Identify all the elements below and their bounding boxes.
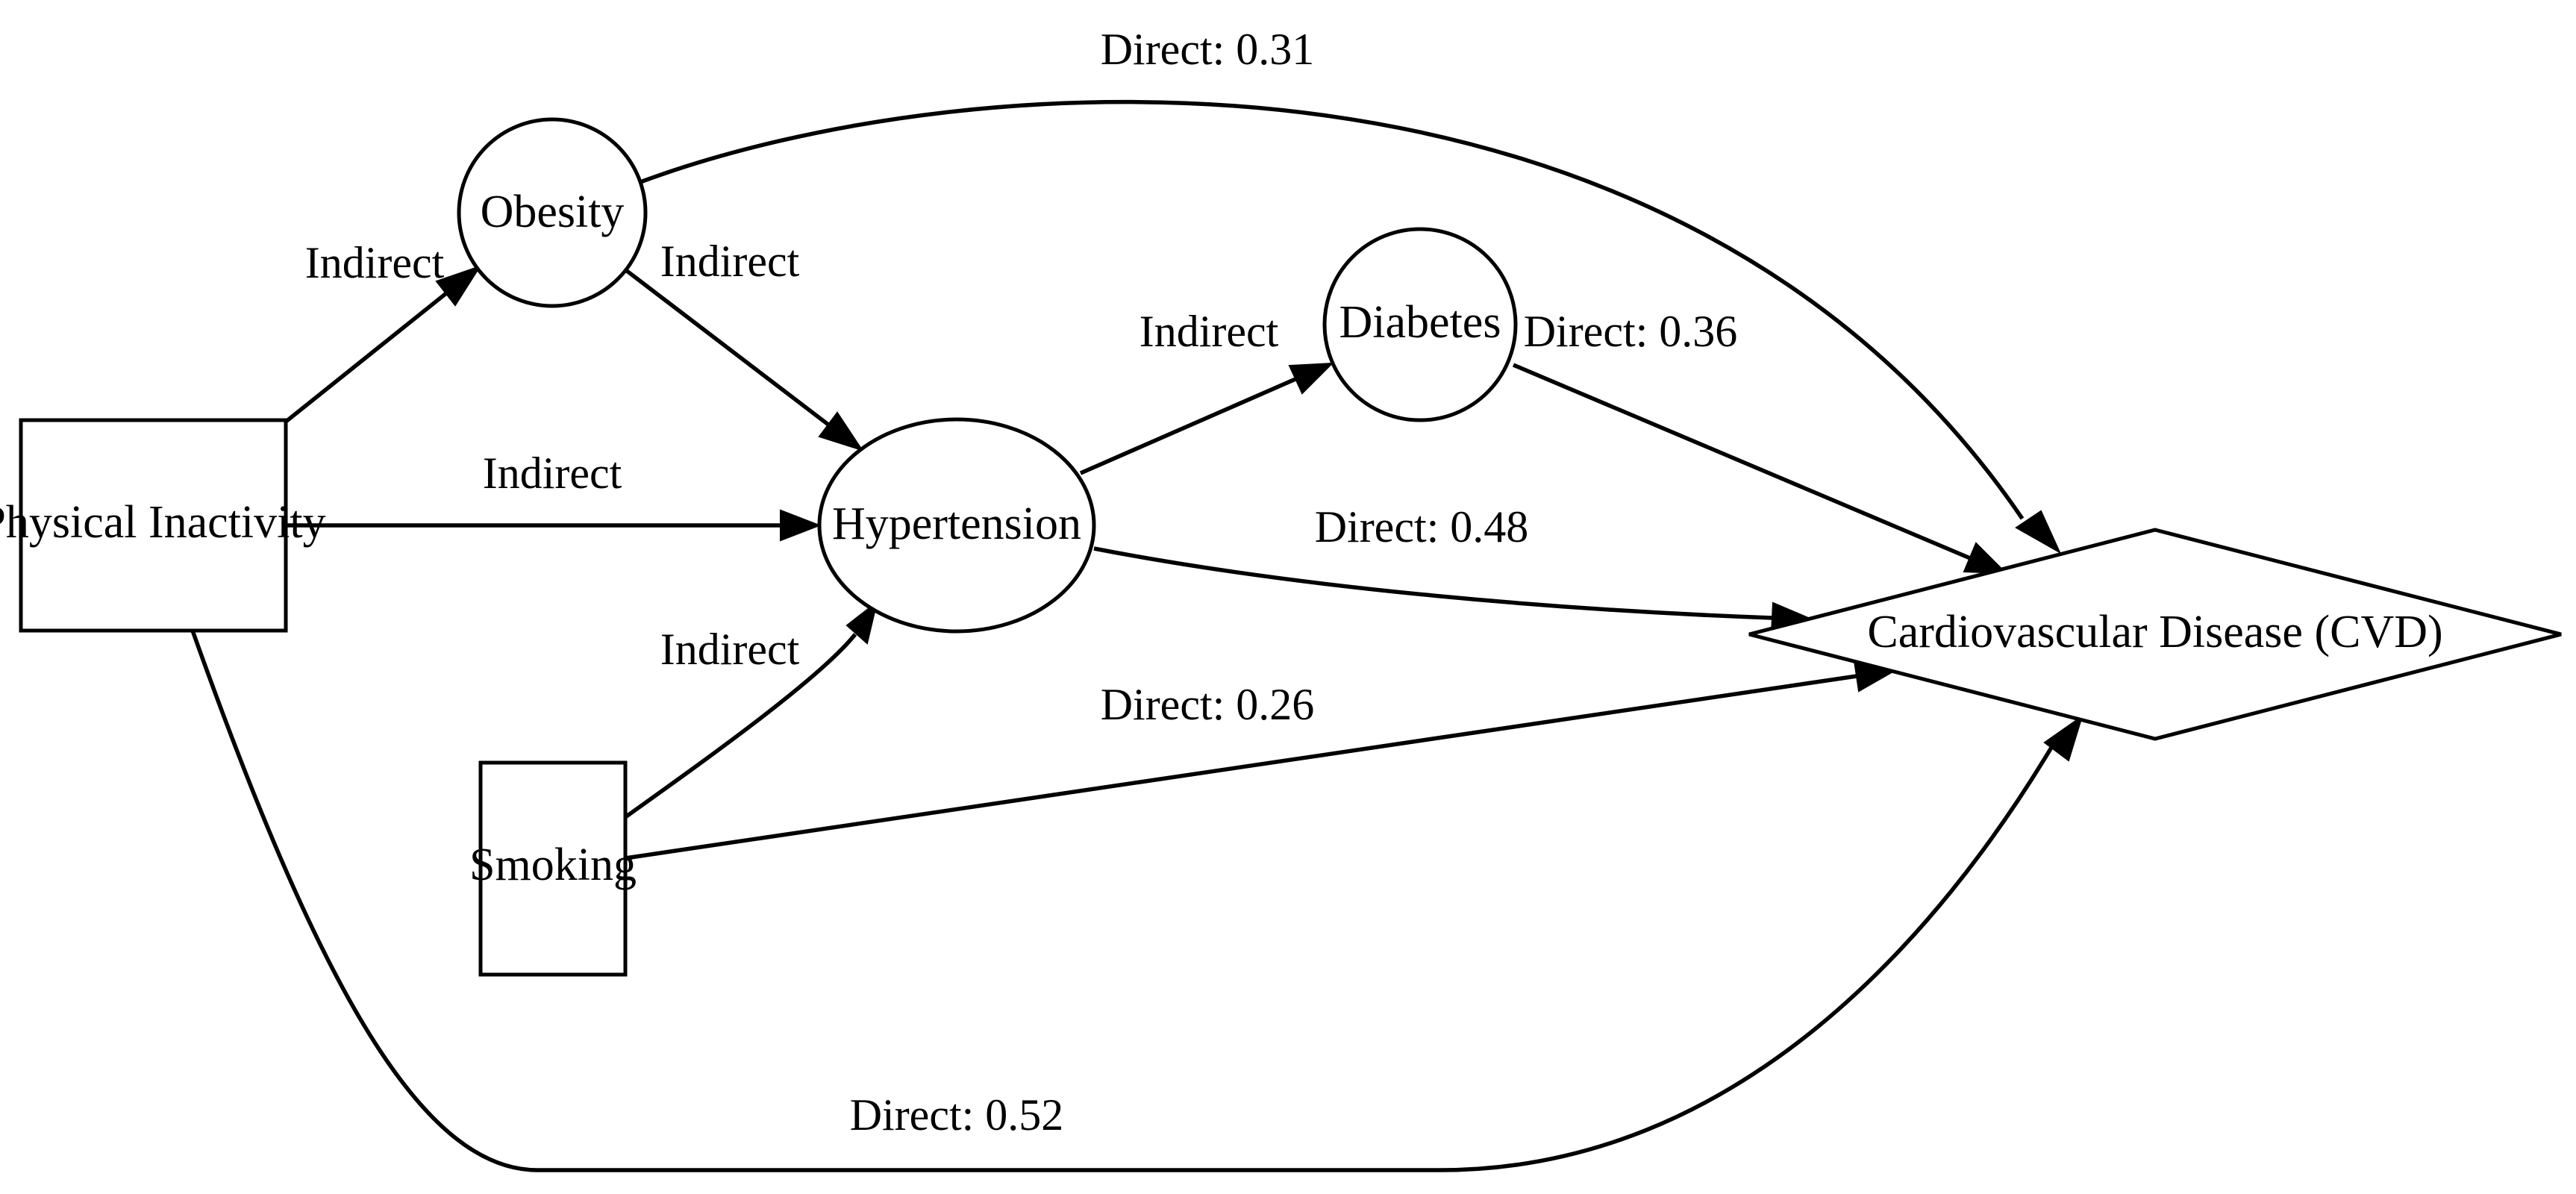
- edge-diabetes-cvd: Direct: 0.36: [1512, 307, 2008, 575]
- edge-line: [624, 633, 857, 819]
- node-label-obesity: Obesity: [481, 187, 625, 237]
- edge-line: [1093, 546, 1773, 620]
- node-physical-inactivity: Physical Inactivity: [0, 418, 326, 633]
- arrowhead: [1288, 362, 1334, 395]
- node-label-physical-inactivity: Physical Inactivity: [0, 497, 326, 548]
- node-label-smoking: Smoking: [469, 840, 637, 890]
- edge-line: [625, 674, 1857, 860]
- edge-label-obesity-hypertension: Indirect: [660, 237, 800, 286]
- node-obesity: Obesity: [457, 117, 648, 308]
- node-smoking: Smoking: [469, 760, 637, 977]
- edge-line: [284, 291, 448, 424]
- node-label-cvd: Cardiovascular Disease (CVD): [1867, 607, 2442, 657]
- edge-inactivity-hypertension: Indirect: [286, 448, 822, 542]
- arrowhead: [2015, 510, 2062, 554]
- arrowhead: [435, 265, 482, 307]
- edge-label-inactivity-hypertension: Indirect: [483, 448, 622, 498]
- node-shape-circle: [1322, 227, 1518, 422]
- edge-hypertension-diabetes: Indirect: [1079, 307, 1334, 475]
- node-cvd: Cardiovascular Disease (CVD): [1748, 528, 2562, 741]
- edge-label-hypertension-diabetes: Indirect: [1139, 307, 1279, 356]
- arrowhead: [818, 411, 864, 451]
- node-shape-ellipse: [817, 417, 1096, 634]
- edge-label-obesity-cvd: Direct: 0.31: [1101, 25, 1315, 74]
- edge-smoking-cvd: Direct: 0.26: [625, 660, 1898, 860]
- edge-obesity-hypertension: Indirect: [625, 237, 864, 451]
- edge-label-smoking-cvd: Direct: 0.26: [1101, 680, 1315, 729]
- edge-line: [1079, 377, 1297, 475]
- edge-line: [190, 630, 2054, 1172]
- edge-inactivity-cvd: Direct: 0.52: [190, 630, 2083, 1172]
- edge-line: [1512, 363, 1972, 560]
- edge-label-diabetes-cvd: Direct: 0.36: [1524, 307, 1738, 356]
- node-shape-box: [19, 418, 288, 633]
- edge-label-hypertension-cvd: Direct: 0.48: [1315, 502, 1529, 551]
- arrowhead: [845, 600, 878, 645]
- edge-inactivity-obesity: Indirect: [284, 238, 482, 424]
- edge-obesity-cvd: Direct: 0.31: [640, 25, 2062, 554]
- arrowhead: [780, 509, 822, 542]
- node-diabetes: Diabetes: [1322, 227, 1518, 422]
- edge-label-inactivity-obesity: Indirect: [305, 238, 445, 287]
- edge-label-inactivity-cvd: Direct: 0.52: [850, 1090, 1064, 1140]
- node-label-diabetes: Diabetes: [1339, 297, 1501, 348]
- node-hypertension: Hypertension: [817, 417, 1096, 634]
- node-shape-box: [478, 760, 628, 977]
- edge-line: [625, 269, 830, 427]
- node-label-hypertension: Hypertension: [832, 498, 1081, 549]
- edge-smoking-hypertension: Indirect: [624, 600, 878, 819]
- edge-hypertension-cvd: Direct: 0.48: [1093, 502, 1814, 634]
- arrowhead: [2043, 714, 2083, 762]
- node-shape-circle: [457, 117, 648, 308]
- edge-label-smoking-hypertension: Indirect: [660, 625, 800, 674]
- node-shape-diamond: [1748, 528, 2562, 741]
- edge-line: [640, 99, 2025, 520]
